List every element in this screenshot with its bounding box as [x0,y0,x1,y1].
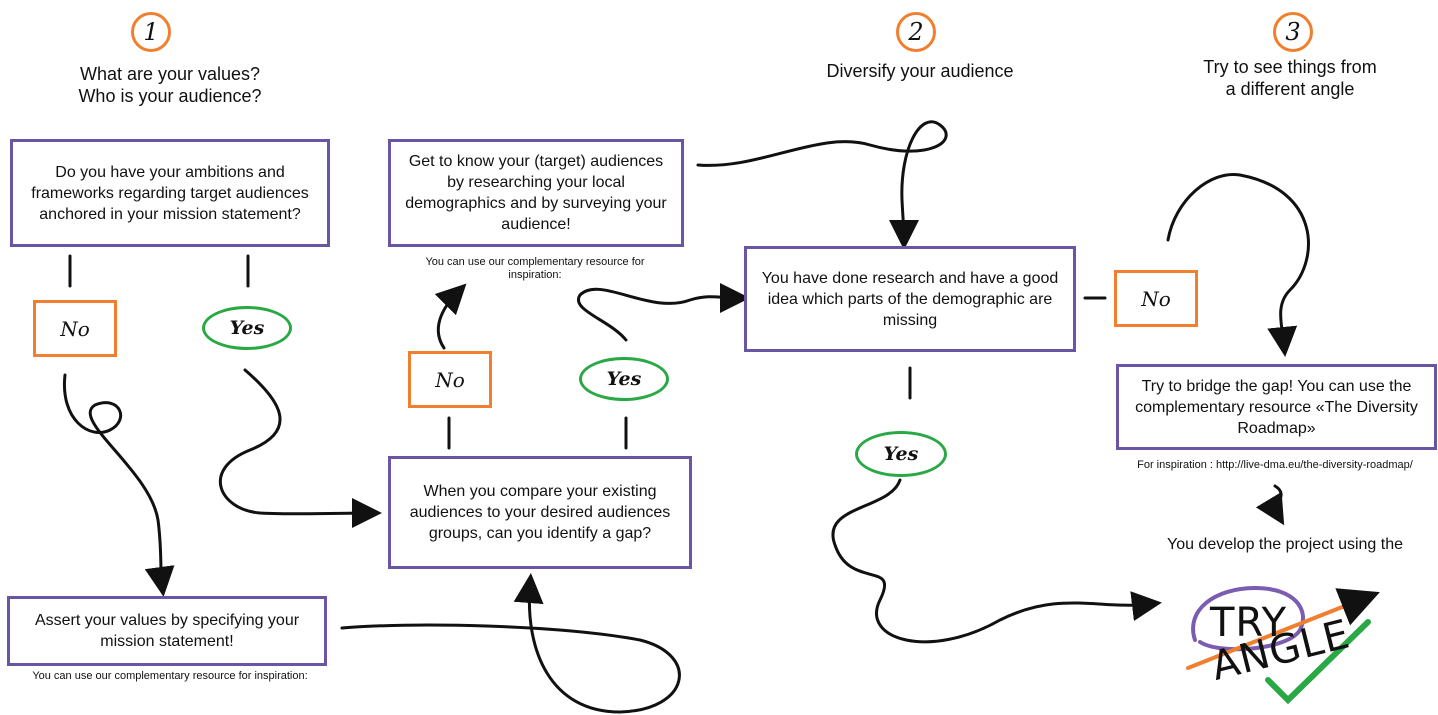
yes-answer-research: Yes [855,431,947,477]
get-to-know-resource-note: You can use our complementary resource f… [425,256,645,281]
ambitions-question-box: Do you have your ambitions and framework… [10,139,330,247]
bridge-gap-box: Try to bridge the gap! You can use the c… [1116,364,1437,450]
bridge-inspiration-note: For inspiration : http://live-dma.eu/the… [1137,459,1413,471]
step-1-title: What are your values? Who is your audien… [78,64,262,106]
assert-resource-note: You can use our complementary resource f… [32,670,308,682]
develop-project-text: You develop the project using the [1166,536,1404,553]
yes-ring [202,306,292,350]
compare-gap-text: When you compare your existing audiences… [409,483,671,542]
get-to-know-text: Get to know your (target) audiences by r… [405,153,667,233]
step-3-title: Try to see things from a different angle [1203,57,1377,99]
compare-gap-box: When you compare your existing audiences… [388,456,692,569]
ambitions-question-text: Do you have your ambitions and framework… [31,163,309,223]
assert-values-text: Assert your values by specifying your mi… [34,612,300,650]
research-done-text: You have done research and have a good i… [761,269,1059,329]
no-answer-research: No [1114,270,1198,327]
bridge-gap-text: Try to bridge the gap! You can use the c… [1135,377,1418,437]
no-answer-compare: No [408,351,492,408]
logo-try-text: TRY [1210,600,1288,646]
step-1-number-badge: 1 [131,12,171,52]
yes-answer-compare: Yes [579,357,669,401]
step-2-title: Diversify your audience [826,61,1014,81]
yes-ring [579,357,669,401]
no-answer-ambitions: No [33,300,117,357]
step-2-number-badge: 2 [896,12,936,52]
yes-answer-ambitions: Yes [202,306,292,350]
step-3-number-badge: 3 [1273,12,1313,52]
research-done-box: You have done research and have a good i… [744,246,1076,352]
yes-ring [855,431,947,477]
assert-values-box: Assert your values by specifying your mi… [7,596,327,666]
get-to-know-box: Get to know your (target) audiences by r… [388,139,684,247]
